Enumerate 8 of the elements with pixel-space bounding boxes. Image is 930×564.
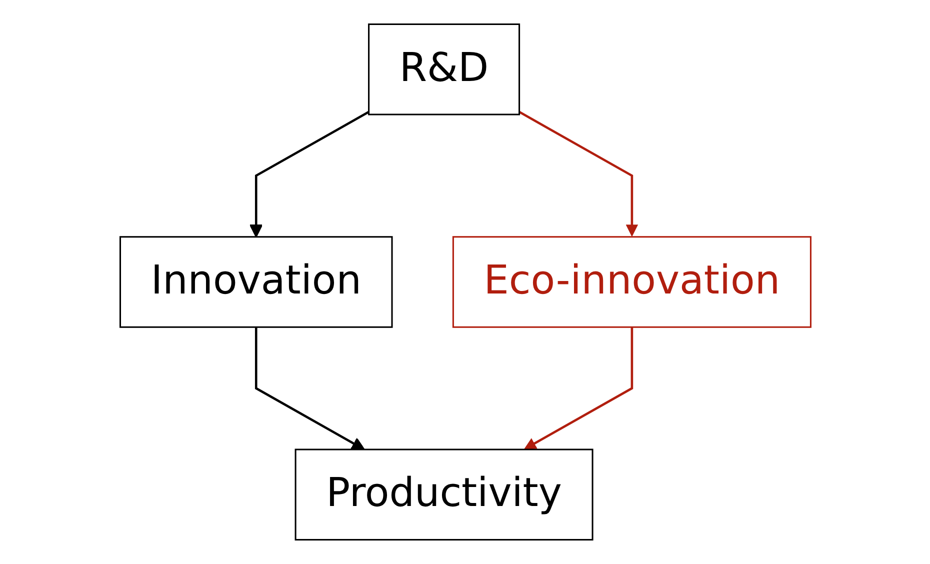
node-box: Eco-innovation	[452, 236, 811, 328]
node-box: R&D	[368, 23, 520, 116]
arrow	[523, 327, 633, 450]
arrow	[254, 327, 364, 450]
node-box: Productivity	[294, 448, 593, 540]
node-box: Innovation	[119, 236, 392, 328]
arrow	[248, 110, 369, 238]
arrow	[518, 110, 638, 237]
